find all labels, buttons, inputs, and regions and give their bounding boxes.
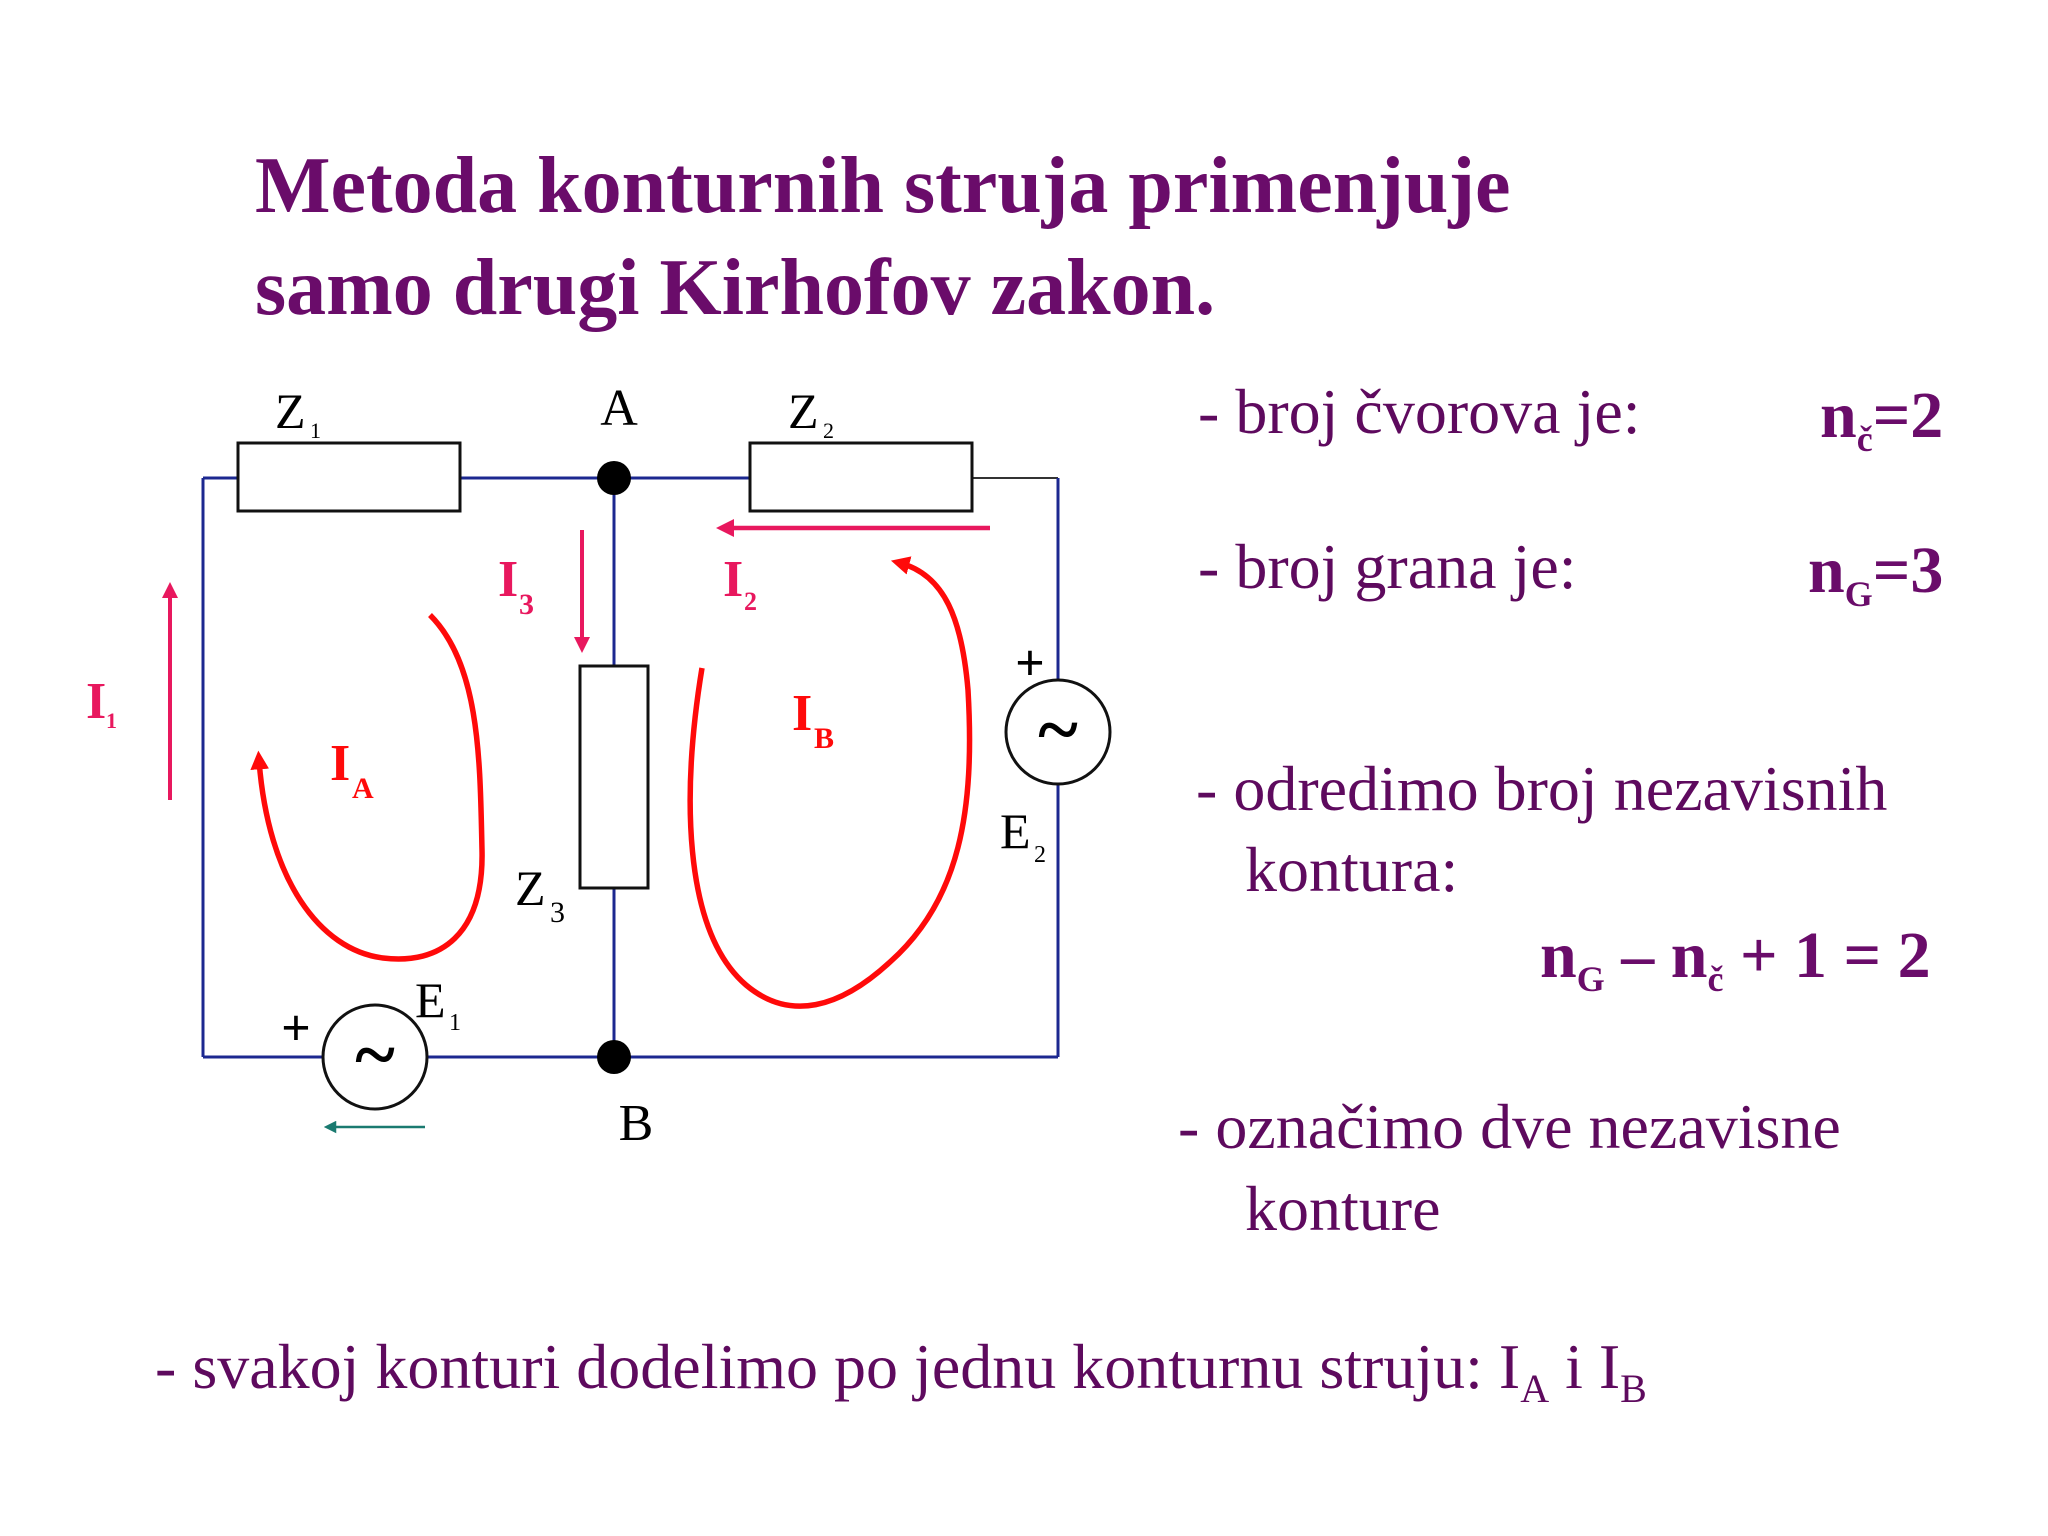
svg-text:I: I [330, 735, 350, 792]
bullet-mark-line2: konture [1245, 1173, 1441, 1244]
source-e2 [1004, 678, 1112, 786]
svg-text:Z: Z [515, 860, 546, 916]
svg-text:A: A [352, 772, 374, 805]
source-e1-tilde: ~ [355, 1013, 395, 1097]
svg-text:1: 1 [310, 418, 321, 443]
svg-text:I: I [498, 551, 518, 608]
i1-label: I 1 [86, 673, 117, 733]
svg-text:1: 1 [106, 708, 117, 733]
svg-text:I: I [723, 551, 743, 608]
impedance-z1 [236, 441, 462, 513]
z2-label: Z 2 [788, 383, 834, 443]
svg-text:Z: Z [275, 383, 306, 439]
svg-text:2: 2 [744, 587, 757, 616]
bullet-mark-line1: - označimo dve nezavisne [1178, 1091, 1841, 1162]
svg-text:E: E [1000, 803, 1031, 859]
svg-text:2: 2 [1034, 842, 1046, 868]
svg-text:Z: Z [788, 383, 819, 439]
z3-label: Z 3 [515, 860, 565, 929]
svg-text:2: 2 [823, 418, 834, 443]
source-e1 [321, 1003, 429, 1111]
title-line-1: Metoda konturnih struja primenjuje [255, 142, 1511, 230]
node-b-dot [597, 1040, 631, 1074]
impedance-z3 [578, 664, 650, 890]
svg-text:3: 3 [550, 896, 565, 929]
bullet-nodes-label: - broj čvorova je: [1198, 376, 1641, 447]
z1-label: Z 1 [275, 383, 321, 443]
slide-title: Metoda konturnih struja primenjuje samo … [255, 135, 1955, 339]
source-e2-tilde: ~ [1038, 688, 1078, 772]
svg-text:1: 1 [449, 1010, 461, 1036]
title-line-2: samo drugi Kirhofov zakon. [255, 244, 1216, 332]
bullet-loops-line1: - odredimo broj nezavisnih [1196, 753, 1888, 824]
svg-text:I: I [86, 673, 106, 730]
svg-text:E: E [415, 972, 446, 1028]
i3-label: I 3 [498, 551, 534, 621]
i2-label: I 2 [723, 551, 757, 616]
loops-formula: nG – nč + 1 = 2 [1540, 919, 1931, 1000]
bullet-branches-label: - broj grana je: [1198, 531, 1577, 602]
source-e2-plus: + [1015, 635, 1045, 692]
bottom-statement: - svakoj konturi dodelimo po jednu kontu… [155, 1331, 1647, 1411]
circuit-wires [201, 476, 1060, 1059]
impedance-z2 [748, 441, 974, 513]
e1-label: E 1 [415, 972, 461, 1036]
svg-text:I: I [792, 685, 812, 742]
e2-label: E 2 [1000, 803, 1046, 868]
loop-b-curve [687, 556, 973, 1009]
node-a-label: A [600, 380, 638, 437]
bullet-loops-line2: kontura: [1245, 834, 1459, 905]
svg-text:B: B [814, 722, 834, 755]
loop-a-curve [250, 613, 485, 962]
ia-label: I A [330, 735, 374, 805]
svg-text:3: 3 [519, 588, 534, 621]
source-e1-plus: + [281, 1000, 311, 1057]
bullet-branches-value: nG=3 [1808, 534, 1944, 615]
bullet-nodes-value: nč=2 [1820, 379, 1944, 460]
node-b-label: B [619, 1095, 654, 1152]
node-a-dot [597, 461, 631, 495]
ib-label: I B [792, 685, 834, 755]
circuit-diagram: ~ ~ + + A B Z 1 Z 2 Z 3 E 1 E 2 I 1 I 3 … [86, 380, 1112, 1152]
